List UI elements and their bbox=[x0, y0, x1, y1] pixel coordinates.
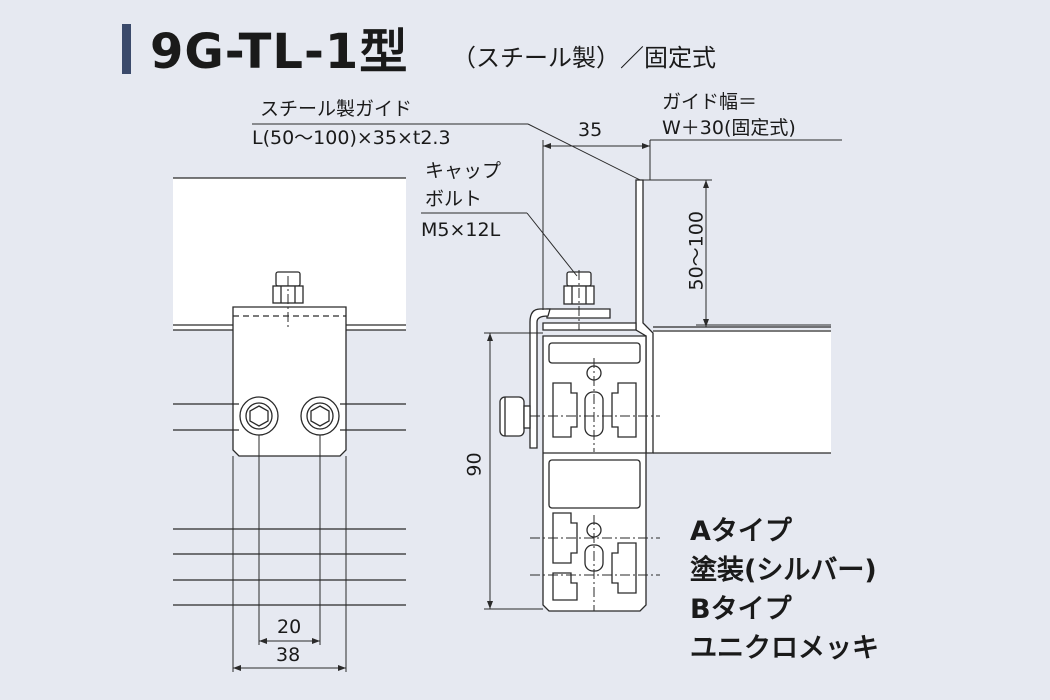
t-slot-upper-right bbox=[611, 382, 637, 438]
aluminum-profile bbox=[542, 335, 647, 612]
side-hex-washer bbox=[523, 405, 531, 429]
t-slot-lower-right bbox=[611, 542, 637, 594]
side-frame-panel bbox=[653, 330, 831, 453]
type-a-label: Aタイプ bbox=[690, 516, 792, 547]
front-view bbox=[173, 177, 406, 672]
dim-35-arrow-l bbox=[543, 143, 551, 149]
dim-35-label: 35 bbox=[578, 119, 603, 141]
dim-50-arrow-t bbox=[703, 180, 709, 188]
dim-90-arrow-t bbox=[487, 333, 493, 341]
page-title: 9G-TL-1型 bbox=[150, 24, 409, 80]
guide-name-label: スチール製ガイド bbox=[260, 98, 413, 120]
hex-bolt-right bbox=[300, 396, 340, 436]
t-slot-upper-left bbox=[552, 382, 578, 438]
dim-35-arrow-r bbox=[642, 143, 650, 149]
side-bracket bbox=[529, 308, 551, 449]
type-a-finish: 塗装(シルバー) bbox=[690, 555, 877, 586]
page-subtitle: （スチール製）／固定式 bbox=[452, 44, 716, 72]
guide-spec-label: L(50〜100)×35×t2.3 bbox=[252, 127, 451, 149]
dim-20-label: 20 bbox=[277, 616, 302, 638]
type-finish-list: Aタイプ 塗装(シルバー) Bタイプ ユニクロメッキ bbox=[690, 512, 879, 668]
type-b-finish: ユニクロメッキ bbox=[690, 633, 879, 664]
cap-bolt-label-1: キャップ bbox=[425, 160, 502, 182]
title-accent-bar bbox=[122, 24, 131, 74]
dim-20-arrow-l bbox=[259, 638, 267, 644]
dim-38-arrow-l bbox=[233, 665, 241, 671]
guide-width-label-2: W＋30(固定式) bbox=[662, 117, 796, 139]
dim-50-100-label: 50〜100 bbox=[685, 211, 708, 291]
guide-width-label-1: ガイド幅＝ bbox=[662, 91, 758, 113]
t-slot-lower-left bbox=[552, 512, 578, 564]
dim-38-arrow-r bbox=[338, 665, 346, 671]
t-slot-bottom-left bbox=[552, 572, 578, 601]
cap-bolt-label-2: ボルト bbox=[425, 188, 483, 210]
steel-guide-vertical bbox=[635, 179, 654, 454]
hex-bolt-left bbox=[239, 396, 279, 436]
cap-bolt-spec-label: M5×12L bbox=[421, 219, 501, 241]
side-hex-bolt bbox=[499, 396, 525, 437]
bracket-plate bbox=[232, 306, 347, 457]
type-b-label: Bタイプ bbox=[690, 594, 792, 625]
frame-panel bbox=[173, 178, 406, 330]
steel-guide-horizontal bbox=[542, 322, 637, 331]
guide-leader-diagonal bbox=[527, 123, 641, 181]
cap-leader-diagonal bbox=[526, 212, 578, 277]
dim-20-arrow-r bbox=[312, 638, 320, 644]
dim-50-arrow-b bbox=[703, 319, 709, 327]
dim-90-arrow-b bbox=[487, 601, 493, 609]
profile-mid-slot bbox=[548, 459, 641, 509]
dim-90-label: 90 bbox=[463, 452, 486, 477]
side-view bbox=[484, 139, 842, 612]
dim-38-label: 38 bbox=[276, 644, 301, 666]
